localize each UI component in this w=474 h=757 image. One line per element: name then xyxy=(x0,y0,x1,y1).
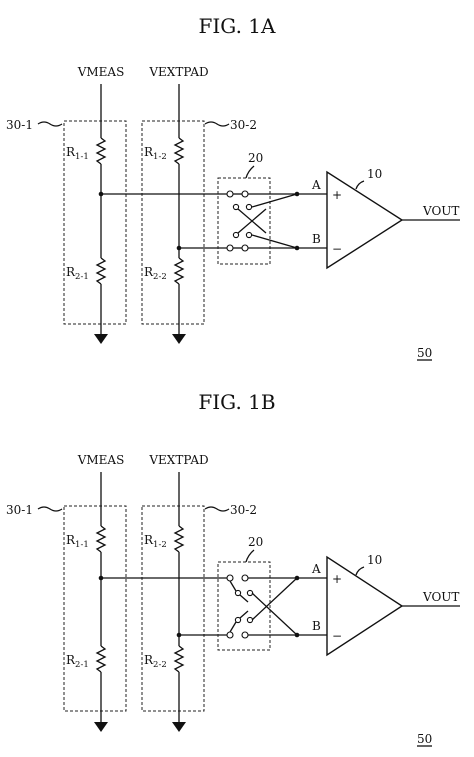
op-amp xyxy=(326,170,404,270)
resistor-r1-1 xyxy=(95,137,107,165)
node-a-label: A xyxy=(311,178,321,192)
switch-terminal xyxy=(241,190,249,198)
switch-terminal xyxy=(241,631,249,639)
divider-block-30-1 xyxy=(63,505,127,712)
r1-1-label: R1-1 xyxy=(66,533,89,550)
resistor-r2-2 xyxy=(173,257,185,285)
r1-2-label: R1-2 xyxy=(144,145,167,162)
r2-1-label: R2-1 xyxy=(66,265,89,282)
switch-terminal xyxy=(246,616,254,624)
ground-symbol xyxy=(172,334,186,344)
ground-symbol xyxy=(94,722,108,732)
amplifier-label: 10 xyxy=(367,167,382,181)
figure-1a: FIG. 1A VMEAS VEXTPAD 30-1 30-2 R1-1 R2-… xyxy=(6,14,460,361)
reference-number: 50 xyxy=(417,732,432,746)
switch-block-label: 20 xyxy=(248,535,263,549)
divider-block-30-2 xyxy=(141,120,205,325)
cross-wire xyxy=(239,594,249,603)
cross-wire xyxy=(239,610,249,619)
cross-wire xyxy=(251,193,298,208)
vmeas-label: VMEAS xyxy=(77,65,125,79)
node-a-label: A xyxy=(311,562,321,576)
r1-2-label: R1-2 xyxy=(144,533,167,550)
switch-terminal xyxy=(241,574,249,582)
leader-30-2 xyxy=(204,506,230,512)
switch-block-label: 20 xyxy=(248,151,263,165)
block-30-1-label: 30-1 xyxy=(6,118,33,132)
switch-terminal xyxy=(226,574,234,582)
divider-block-30-2 xyxy=(141,505,205,712)
resistor-r2-1 xyxy=(95,257,107,285)
figure-title: FIG. 1B xyxy=(198,390,275,414)
leader-20 xyxy=(245,165,255,179)
leader-10 xyxy=(355,566,365,576)
block-30-1-label: 30-1 xyxy=(6,503,33,517)
cross-wire xyxy=(251,234,298,249)
amplifier-label: 10 xyxy=(367,553,382,567)
leader-30-2 xyxy=(204,121,230,127)
switch-contact-open xyxy=(229,580,237,592)
ground-symbol xyxy=(94,334,108,344)
switch-terminal xyxy=(234,589,242,597)
cross-wire xyxy=(251,592,298,636)
leader-10 xyxy=(355,180,365,190)
vout-label: VOUT xyxy=(422,204,459,218)
switch-block-20 xyxy=(217,561,271,651)
switch-terminal xyxy=(234,616,242,624)
switch-terminal xyxy=(246,589,254,597)
switch-terminal xyxy=(226,190,234,198)
leader-30-1 xyxy=(37,506,63,512)
switch-block-20 xyxy=(217,177,271,265)
r2-1-label: R2-1 xyxy=(66,653,89,670)
block-30-2-label: 30-2 xyxy=(230,118,257,132)
reference-number: 50 xyxy=(417,346,432,360)
vextpad-label: VEXTPAD xyxy=(148,65,208,79)
ground-symbol xyxy=(172,722,186,732)
resistor-r1-1 xyxy=(95,525,107,553)
vout-label: VOUT xyxy=(422,590,459,604)
plus-sign: + xyxy=(332,188,342,202)
resistor-r1-2 xyxy=(173,137,185,165)
node-b-label: B xyxy=(312,232,321,246)
leader-20 xyxy=(245,549,255,563)
r2-2-label: R2-2 xyxy=(144,653,167,670)
figure-1b: FIG. 1B VMEAS VEXTPAD 30-1 30-2 R1-1 R2-… xyxy=(6,390,460,747)
switch-terminal xyxy=(241,244,249,252)
cross-wire xyxy=(251,577,298,621)
switch-terminal xyxy=(245,203,253,211)
minus-sign: − xyxy=(332,242,342,256)
resistor-r2-1 xyxy=(95,645,107,673)
switch-contact-open xyxy=(229,621,237,633)
resistor-r2-2 xyxy=(173,645,185,673)
node-b-label: B xyxy=(312,619,321,633)
plus-sign: + xyxy=(332,572,342,586)
vextpad-label: VEXTPAD xyxy=(148,453,208,467)
switch-terminal xyxy=(226,244,234,252)
leader-30-1 xyxy=(37,121,63,127)
figure-title: FIG. 1A xyxy=(199,14,276,38)
minus-sign: − xyxy=(332,629,342,643)
cross-wire xyxy=(237,208,267,234)
switch-terminal xyxy=(245,231,253,239)
op-amp xyxy=(326,555,404,657)
vmeas-label: VMEAS xyxy=(77,453,125,467)
resistor-r1-2 xyxy=(173,525,185,553)
switch-terminal xyxy=(232,203,240,211)
r1-1-label: R1-1 xyxy=(66,145,89,162)
block-30-2-label: 30-2 xyxy=(230,503,257,517)
divider-block-30-1 xyxy=(63,120,127,325)
r2-2-label: R2-2 xyxy=(144,265,167,282)
switch-terminal xyxy=(232,231,240,239)
switch-terminal xyxy=(226,631,234,639)
